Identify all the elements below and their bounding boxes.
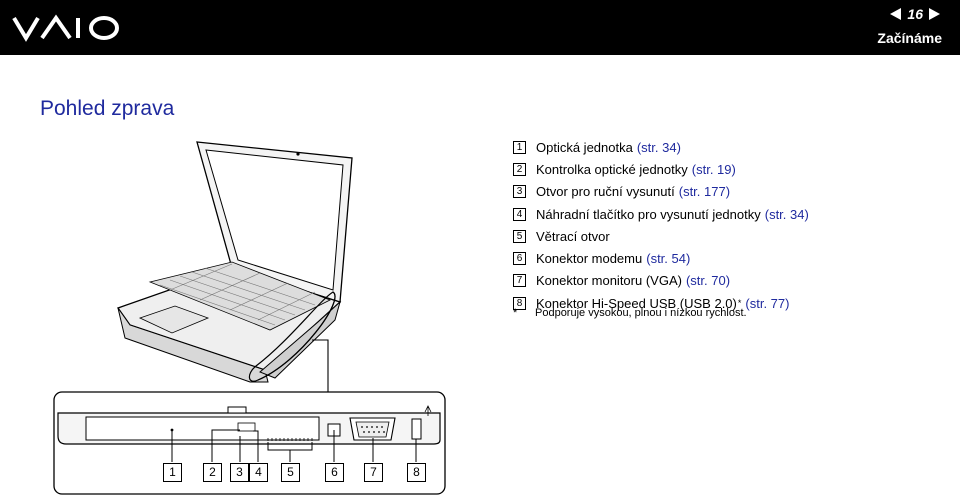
item-text: Optická jednotka <box>536 139 633 155</box>
callout-3: 3 <box>230 463 249 482</box>
header-bar: 16 Začínáme <box>0 0 960 55</box>
section-title: Začínáme <box>877 30 942 46</box>
list-item: 5 Větrací otvor <box>513 225 809 247</box>
item-text: Větrací otvor <box>536 228 610 244</box>
item-number: 2 <box>513 162 526 176</box>
item-number: 4 <box>513 207 526 221</box>
callout-7: 7 <box>364 463 383 482</box>
footnote-marker: * <box>737 298 742 309</box>
list-item: 8 Konektor Hi-Speed USB (USB 2.0)*(str. 7… <box>513 292 809 314</box>
footnote-text: Podporuje vysokou, plnou i nízkou rychlo… <box>535 307 747 319</box>
item-number: 8 <box>513 296 526 310</box>
callout-4: 4 <box>249 463 268 482</box>
page-reference-link[interactable]: (str. 77) <box>745 295 790 311</box>
list-item: 1 Optická jednotka(str. 34) <box>513 136 809 158</box>
page-reference-link[interactable]: (str. 19) <box>691 161 736 177</box>
callout-5: 5 <box>281 463 300 482</box>
item-number: 1 <box>513 140 526 154</box>
callout-2: 2 <box>203 463 222 482</box>
item-text: Konektor Hi-Speed USB (USB 2.0) <box>536 295 737 311</box>
page-reference-link[interactable]: (str. 70) <box>685 273 731 289</box>
list-item: 3 Otvor pro ruční vysunutí(str. 177) <box>513 181 809 203</box>
list-item: 4 Náhradní tlačítko pro vysunutí jednotky… <box>513 203 809 225</box>
next-page-icon[interactable] <box>929 8 940 20</box>
callout-6: 6 <box>325 463 344 482</box>
list-item: 2 Kontrolka optické jednotky(str. 19) <box>513 158 809 180</box>
item-text: Otvor pro ruční vysunutí <box>536 184 675 200</box>
callout-1: 1 <box>163 463 182 482</box>
page-number: 16 <box>907 6 923 22</box>
page-reference-link[interactable]: (str. 177) <box>678 184 731 200</box>
page-title: Pohled zprava <box>40 97 175 120</box>
item-text: Kontrolka optické jednotky <box>536 161 688 177</box>
vaio-logo <box>12 14 119 42</box>
list-item: 6 Konektor modemu(str. 54) <box>513 247 809 269</box>
page-reference-link[interactable]: (str. 34) <box>764 206 809 222</box>
footnote-mark: * <box>513 307 518 319</box>
item-number: 5 <box>513 229 526 243</box>
item-number: 7 <box>513 274 526 288</box>
page-reference-link[interactable]: (str. 54) <box>646 251 691 267</box>
item-number: 6 <box>513 252 526 266</box>
list-item: 7 Konektor monitoru (VGA)(str. 70) <box>513 270 809 292</box>
item-text: Konektor monitoru (VGA) <box>536 273 682 289</box>
page-navigation: 16 <box>890 6 940 22</box>
callout-8: 8 <box>407 463 426 482</box>
item-text: Konektor modemu <box>536 251 643 267</box>
item-text: Náhradní tlačítko pro vysunutí jednotky <box>536 206 761 222</box>
previous-page-icon[interactable] <box>890 8 902 20</box>
page-reference-link[interactable]: (str. 34) <box>636 139 681 155</box>
item-number: 3 <box>513 185 526 199</box>
footnote: * Podporuje vysokou, plnou i nízkou rych… <box>513 307 747 319</box>
